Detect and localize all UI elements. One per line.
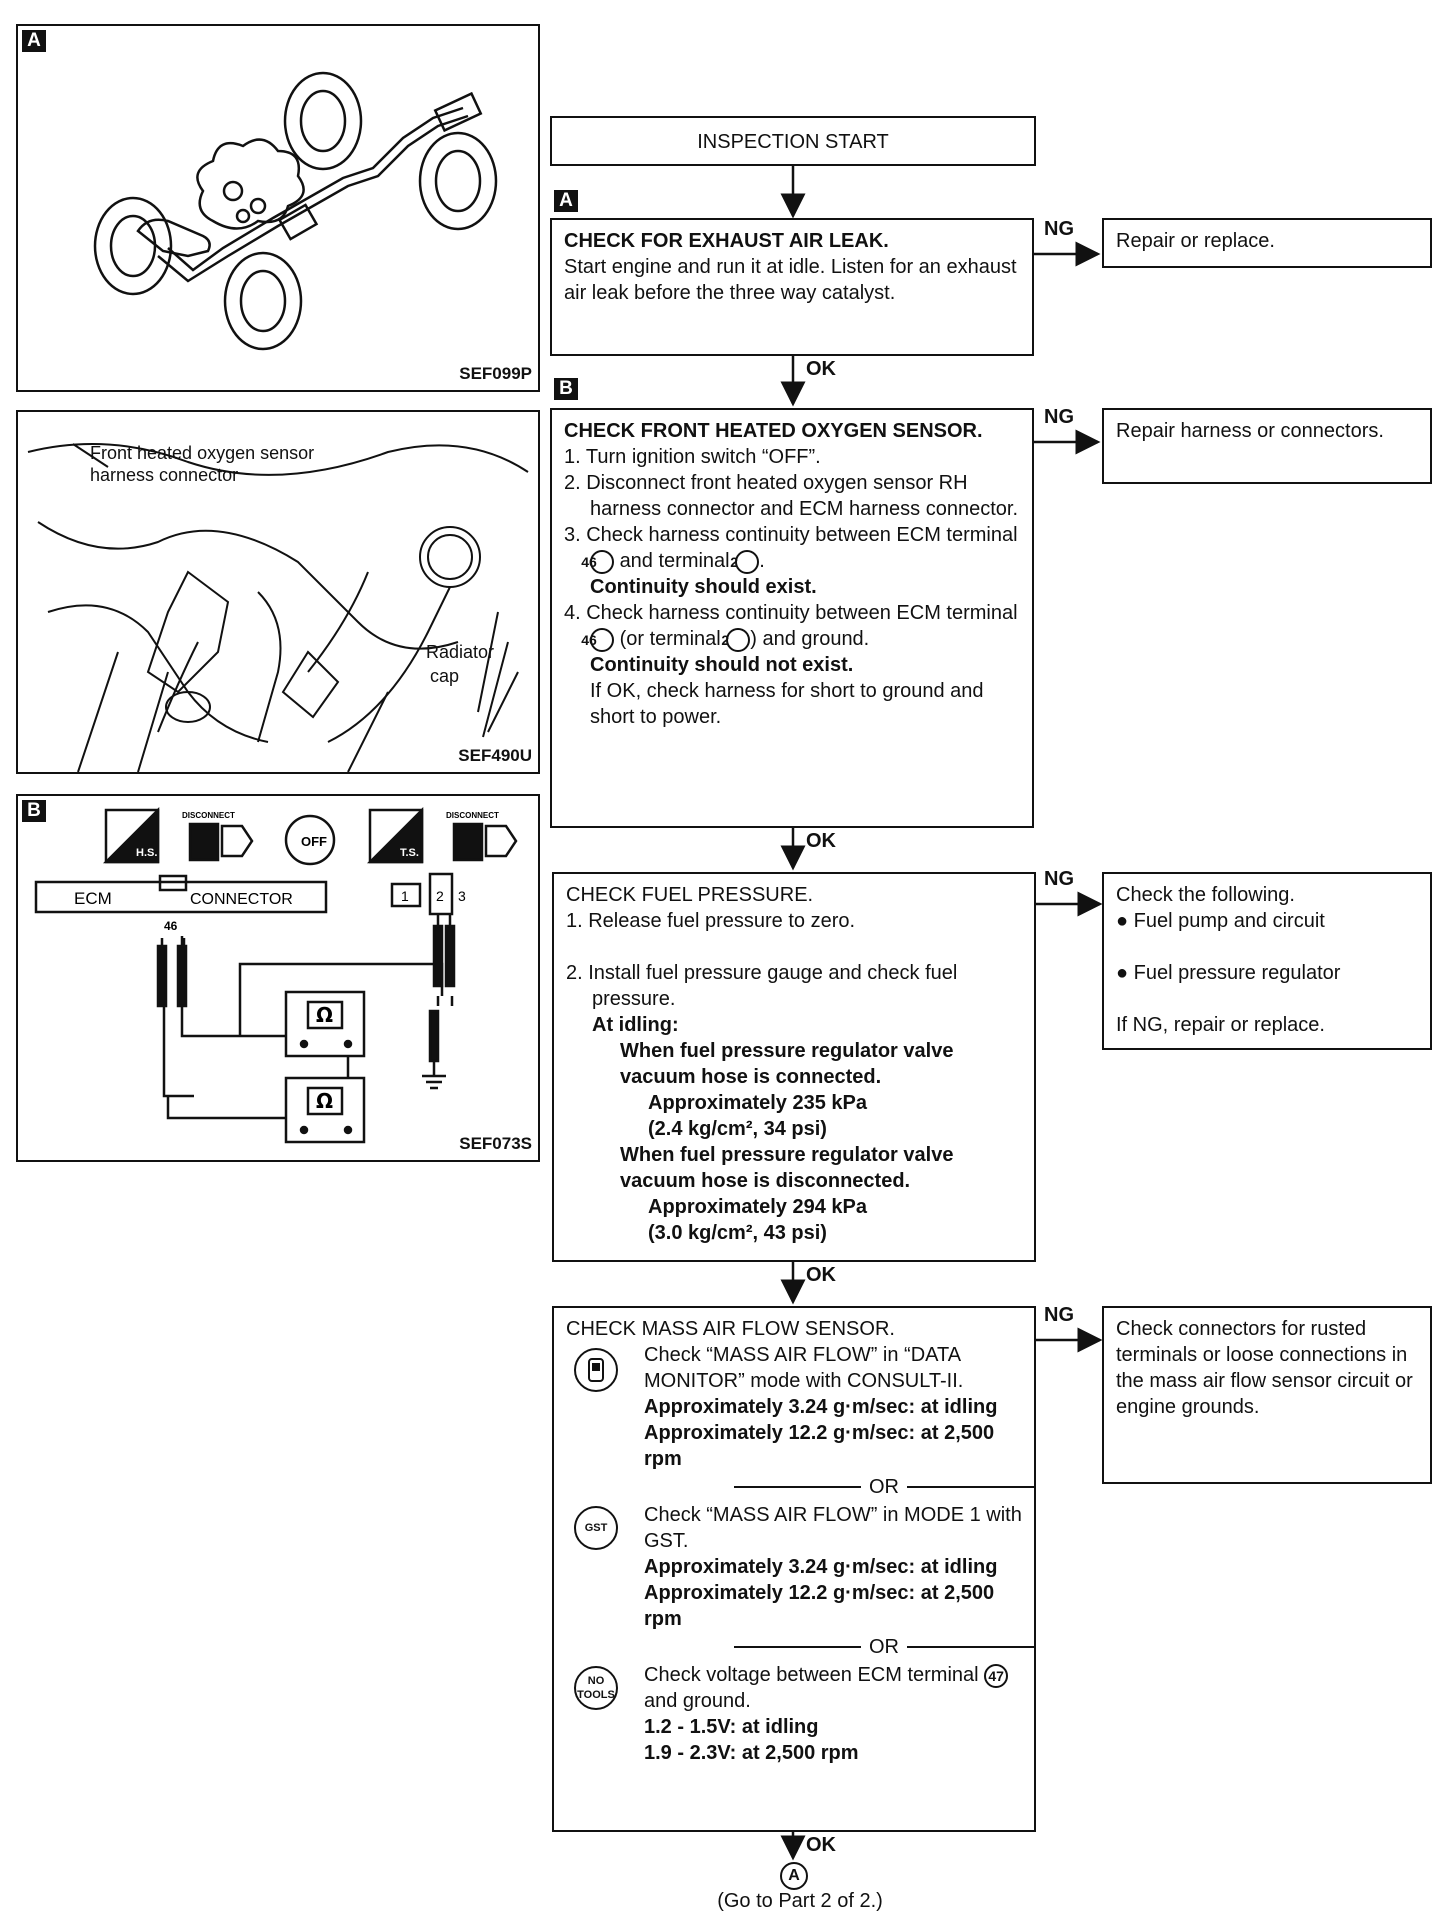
label-pin-2: 2	[436, 888, 444, 904]
step-2-item-2: 2. Disconnect front heated oxygen sensor…	[564, 472, 1019, 520]
no-tools-icon: NO TOOLS	[574, 1666, 618, 1710]
method-2-text: Check “MASS AIR FLOW” in MODE 1 with GST…	[644, 1504, 1022, 1552]
figure-code-b: SEF073S	[459, 1134, 532, 1153]
step-3-value-2a: Approximately 294 kPa	[648, 1196, 867, 1218]
consult-icon	[574, 1348, 618, 1392]
label-disconnect-2: DISCONNECT	[446, 811, 499, 820]
flow-tag-b: B	[554, 378, 578, 400]
ohm-symbol-2: Ω	[316, 1089, 333, 1113]
step-mass-air-flow: CHECK MASS AIR FLOW SENSOR. Check “MASS …	[552, 1306, 1036, 1832]
step-fuel-pressure: CHECK FUEL PRESSURE. 1. Release fuel pre…	[552, 872, 1036, 1262]
terminal-46-badge: 46	[581, 549, 614, 574]
step-2-title: CHECK FRONT HEATED OXYGEN SENSOR.	[564, 420, 983, 442]
step-oxygen-sensor: CHECK FRONT HEATED OXYGEN SENSOR. 1. Tur…	[550, 408, 1034, 828]
step-3-value-2b: (3.0 kg/cm², 43 psi)	[648, 1222, 827, 1244]
step-3-cond-1: When fuel pressure regulator valve vacuu…	[620, 1040, 954, 1088]
ng-action-4: Check connectors for rusted terminals or…	[1102, 1306, 1432, 1484]
step-3-at-idling: At idling:	[592, 1014, 679, 1036]
ng-3-title: Check the following.	[1116, 884, 1295, 906]
terminal-46-badge: 46	[581, 627, 614, 652]
figure-tag-b: B	[22, 800, 46, 822]
ng-3-bullet-1: ● Fuel pump and circuit	[1116, 910, 1325, 932]
step-2-item-4: 4. Check harness continuity between ECM …	[564, 602, 1018, 652]
gst-icon: GST	[574, 1506, 618, 1550]
ng-label-3: NG	[1044, 868, 1074, 890]
figure-code-a: SEF099P	[459, 364, 532, 383]
figure-wiring-diagram: B	[16, 794, 540, 1162]
method-2-value-2: Approximately 12.2 g·m/sec: at 2,500 rpm	[644, 1582, 995, 1630]
method-consult: Check “MASS AIR FLOW” in “DATA MONITOR” …	[566, 1342, 1022, 1472]
ok-label-3: OK	[806, 1264, 836, 1286]
method-2-value-1: Approximately 3.24 g·m/sec: at idling	[644, 1556, 998, 1578]
method-3-text: Check voltage between ECM terminal 47 an…	[644, 1662, 1022, 1714]
label-connector: CONNECTOR	[190, 891, 293, 908]
method-1-value-1: Approximately 3.24 g·m/sec: at idling	[644, 1396, 998, 1418]
step-2-note: If OK, check harness for short to ground…	[590, 680, 984, 728]
ng-label-1: NG	[1044, 218, 1074, 240]
method-1-value-2: Approximately 12.2 g·m/sec: at 2,500 rpm	[644, 1422, 995, 1470]
step-3-value-1a: Approximately 235 kPa	[648, 1092, 867, 1114]
figure-engine-bay: Front heated oxygen sensor harness conne…	[16, 410, 540, 774]
step-exhaust-leak: CHECK FOR EXHAUST AIR LEAK. Start engine…	[550, 218, 1034, 356]
ng-label-2: NG	[1044, 406, 1074, 428]
ng-action-2: Repair harness or connectors.	[1102, 408, 1432, 484]
ok-label-4: OK	[806, 1834, 836, 1856]
step-3-value-1b: (2.4 kg/cm², 34 psi)	[648, 1118, 827, 1140]
step-2-result-1: Continuity should exist.	[590, 576, 817, 598]
exhaust-system-illustration	[93, 71, 498, 351]
step-2-result-2: Continuity should not exist.	[590, 654, 854, 676]
ohm-symbol-1: Ω	[316, 1003, 333, 1027]
wiring-diagram: H.S. T.S. DISCONNECT DISCONNECT OFF ECM …	[34, 806, 518, 1144]
step-4-title: CHECK MASS AIR FLOW SENSOR.	[566, 1318, 895, 1340]
label-pin-46: 46	[164, 919, 178, 933]
ng-3-note: If NG, repair or replace.	[1116, 1014, 1325, 1036]
figure-exhaust-leak: A SEF099P	[16, 24, 540, 392]
engine-bay-illustration	[27, 443, 529, 772]
ng-label-4: NG	[1044, 1304, 1074, 1326]
label-hs: H.S.	[136, 847, 157, 859]
terminal-47-badge: 47	[984, 1663, 1009, 1688]
label-pin-1: 1	[401, 888, 409, 904]
step-2-item-3: 3. Check harness continuity between ECM …	[564, 524, 1018, 574]
ng-action-1: Repair or replace.	[1102, 218, 1432, 268]
label-pin-3: 3	[458, 888, 466, 904]
method-1-text: Check “MASS AIR FLOW” in “DATA MONITOR” …	[644, 1344, 964, 1392]
label-oxygen-sensor-connector: Front heated oxygen sensor harness conne…	[90, 443, 315, 485]
ok-label-1: OK	[806, 358, 836, 380]
go-to-part-2-note: (Go to Part 2 of 2.)	[717, 1890, 883, 1912]
or-divider-1: OR	[554, 1474, 1034, 1500]
step-2-item-1: 1. Turn ignition switch “OFF”.	[564, 446, 821, 468]
method-no-tools: NO TOOLS Check voltage between ECM termi…	[566, 1662, 1022, 1766]
or-divider-2: OR	[554, 1634, 1034, 1660]
label-disconnect-1: DISCONNECT	[182, 811, 235, 820]
ok-label-2: OK	[806, 830, 836, 852]
figure-code-b-photo: SEF490U	[458, 746, 532, 765]
step-3-item-2: 2. Install fuel pressure gauge and check…	[566, 962, 958, 1010]
method-3-value-2: 1.9 - 2.3V: at 2,500 rpm	[644, 1742, 859, 1764]
step-1-title: CHECK FOR EXHAUST AIR LEAK.	[564, 230, 889, 252]
method-gst: GST Check “MASS AIR FLOW” in MODE 1 with…	[566, 1502, 1022, 1632]
step-3-item-1: 1. Release fuel pressure to zero.	[566, 910, 856, 932]
label-ts: T.S.	[400, 847, 419, 859]
terminal-2-badge: 2	[730, 549, 760, 574]
flow-tag-a: A	[554, 190, 578, 212]
terminal-2-badge: 2	[721, 627, 751, 652]
label-radiator-cap: Radiator cap	[426, 642, 495, 686]
step-3-title: CHECK FUEL PRESSURE.	[566, 884, 814, 906]
step-3-cond-2: When fuel pressure regulator valve vacuu…	[620, 1144, 954, 1192]
method-3-value-1: 1.2 - 1.5V: at idling	[644, 1716, 819, 1738]
inspection-start-box: INSPECTION START	[550, 116, 1036, 166]
ng-3-bullet-2: ● Fuel pressure regulator	[1116, 962, 1341, 984]
label-off: OFF	[301, 834, 327, 849]
figure-tag-a: A	[22, 30, 46, 52]
step-1-body: Start engine and run it at idle. Listen …	[564, 256, 1017, 304]
go-to-part-2-symbol: A	[780, 1862, 808, 1890]
label-ecm: ECM	[74, 889, 112, 908]
ng-action-3: Check the following. ● Fuel pump and cir…	[1102, 872, 1432, 1050]
